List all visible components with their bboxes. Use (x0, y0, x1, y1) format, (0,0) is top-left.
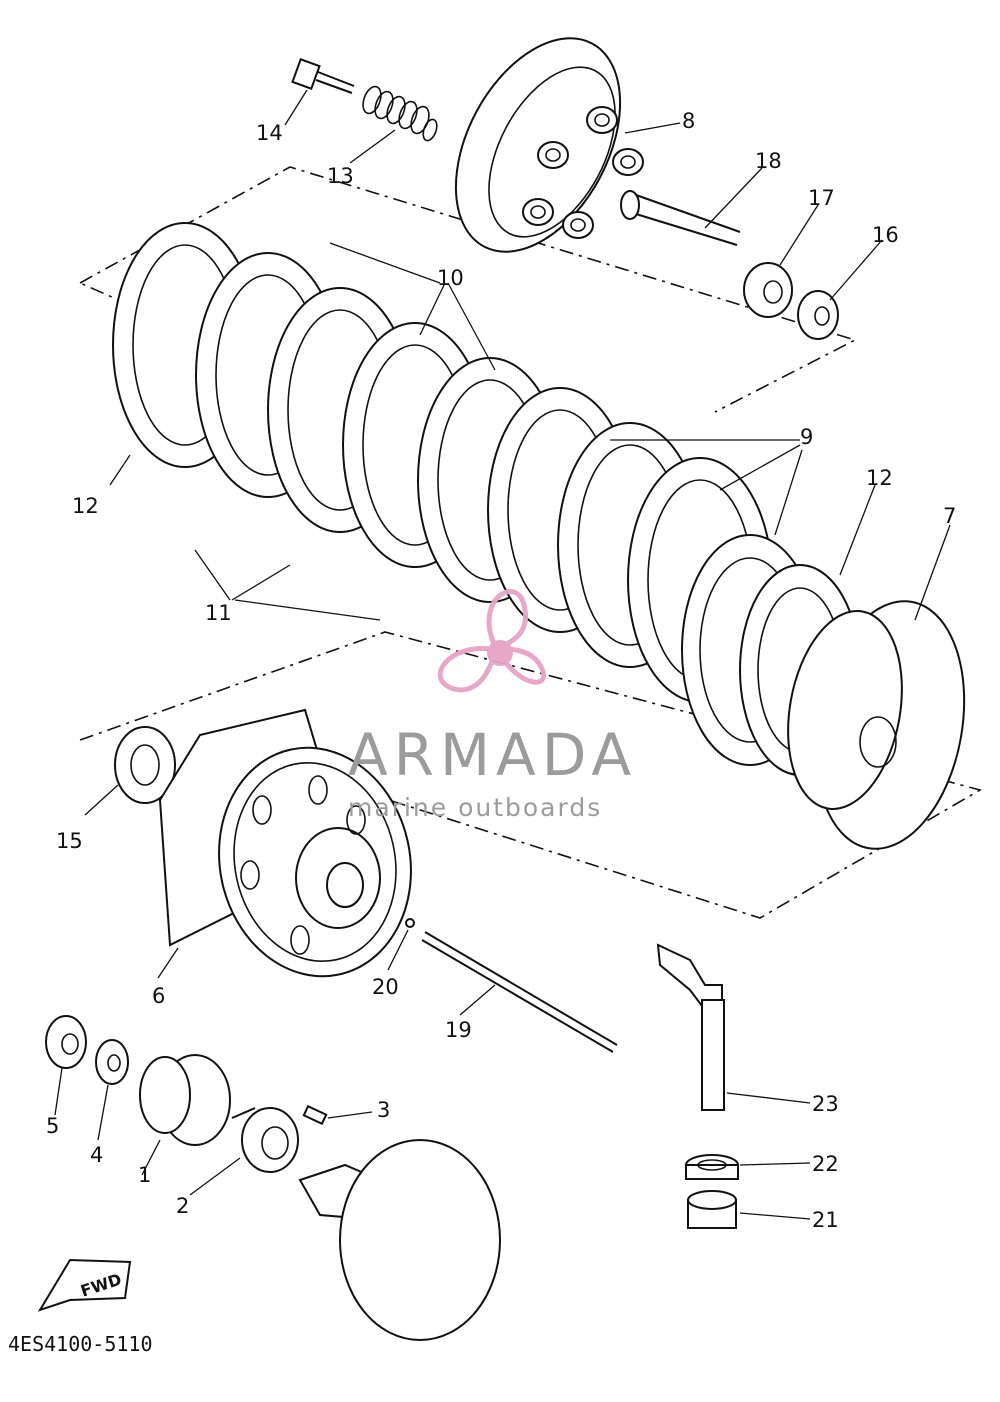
pressure-plate (454, 37, 644, 253)
needle-bearing (687, 1190, 737, 1229)
callout-10: 10 (437, 266, 464, 290)
callout-5: 5 (46, 1114, 59, 1138)
watermark-tagline: marine outboards (348, 793, 602, 822)
clutch-boss (787, 600, 966, 850)
armada-logo-icon (437, 589, 547, 693)
callout-4: 4 (90, 1143, 103, 1167)
fwd-direction-arrow: FWD (37, 1258, 132, 1312)
callout-23: 23 (812, 1092, 839, 1116)
collar (231, 1107, 299, 1173)
leader-lines (54, 89, 951, 1220)
callout-2: 2 (176, 1194, 189, 1218)
group-outline-hub (79, 631, 983, 919)
ball (405, 918, 415, 928)
push-lever-shaft (656, 943, 725, 1111)
washer (797, 290, 839, 340)
clutch-bolt (291, 58, 355, 94)
oil-seal (685, 1154, 739, 1180)
friction-and-clutch-plates (112, 222, 861, 776)
push-rod-long (421, 931, 618, 1053)
callout-20: 20 (372, 975, 399, 999)
callout-22: 22 (812, 1152, 839, 1176)
clutch-spring (362, 85, 438, 142)
callout-1: 1 (138, 1163, 151, 1187)
callout-7: 7 (943, 504, 956, 528)
straight-key (302, 1104, 328, 1126)
callout-6: 6 (152, 984, 165, 1008)
lock-nut (743, 262, 793, 318)
callout-12-right: 12 (866, 466, 893, 490)
nut (45, 1015, 87, 1069)
callout-15: 15 (56, 829, 83, 853)
part-callouts: 1 2 3 4 5 6 7 8 9 10 11 12 12 13 14 15 1… (46, 109, 956, 1232)
callout-12-left: 12 (72, 494, 99, 518)
circlip (114, 726, 176, 804)
watermark-brand: ARMADA (348, 721, 637, 789)
callout-11: 11 (205, 601, 232, 625)
callout-9: 9 (800, 425, 813, 449)
callout-19: 19 (445, 1018, 472, 1042)
clutch-housing (158, 708, 412, 978)
crankshaft (298, 1139, 501, 1341)
callout-21: 21 (812, 1208, 839, 1232)
callout-17: 17 (808, 186, 835, 210)
lock-washer (95, 1039, 129, 1085)
callout-14: 14 (256, 121, 283, 145)
callout-13: 13 (327, 164, 354, 188)
callout-16: 16 (872, 223, 899, 247)
drawing-code: 4ES4100-5110 (8, 1332, 153, 1356)
callout-3: 3 (377, 1098, 390, 1122)
push-rod-short (620, 190, 741, 246)
callout-18: 18 (755, 149, 782, 173)
primary-drive-gear (139, 1054, 231, 1146)
callout-8: 8 (682, 109, 695, 133)
